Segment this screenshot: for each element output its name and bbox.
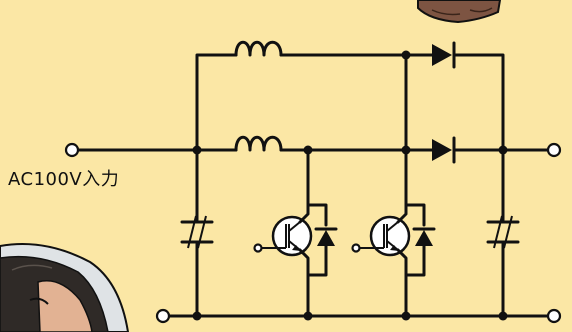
output-terminal-top <box>546 142 562 158</box>
inductor-top <box>234 40 283 57</box>
capacitor-input <box>180 215 214 249</box>
output-terminal-bottom <box>546 308 562 324</box>
igbt-1 <box>253 203 338 277</box>
diode-middle <box>432 136 456 164</box>
hand-illustration <box>417 0 502 24</box>
wiring <box>76 53 550 318</box>
igbt-2 <box>351 203 436 277</box>
input-terminal-bottom <box>155 308 171 324</box>
inductor-middle <box>234 135 283 152</box>
junction-dots <box>192 50 508 321</box>
character-illustration <box>0 243 130 332</box>
input-terminal-top <box>64 142 80 158</box>
input-label: AC100V入力 <box>8 169 120 190</box>
diode-top <box>432 41 456 69</box>
terminals <box>64 142 562 324</box>
capacitor-output <box>486 215 520 249</box>
